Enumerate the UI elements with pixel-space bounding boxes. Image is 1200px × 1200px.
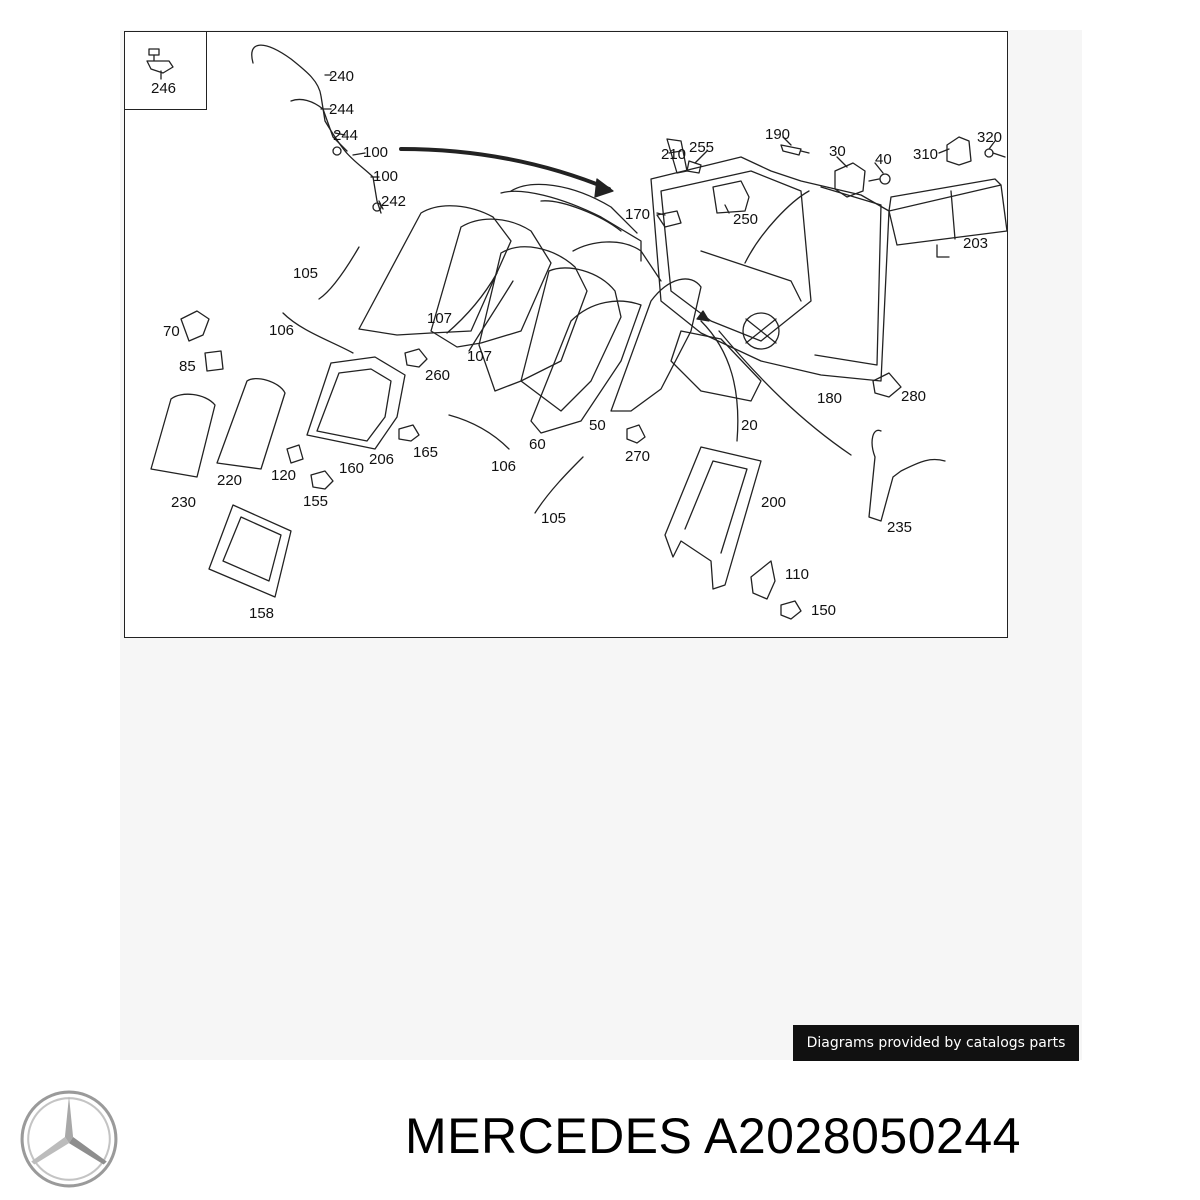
diagram-credit-badge: Diagrams provided by catalogs parts <box>793 1025 1079 1061</box>
callout-label-106: 106 <box>269 322 294 339</box>
callout-label-320: 320 <box>977 129 1002 146</box>
callout-label-250: 250 <box>733 211 758 228</box>
part-235 <box>868 429 946 522</box>
callout-label-110: 110 <box>785 566 809 583</box>
bracket-310 <box>946 136 972 166</box>
backrest-frame-180 <box>650 156 890 382</box>
box-203 <box>888 178 1008 246</box>
callout-label-106: 106 <box>491 458 516 475</box>
callout-label-100: 100 <box>373 168 398 185</box>
callout-label-203: 203 <box>963 235 988 252</box>
clip-246-icon <box>146 48 174 80</box>
callout-label-105: 105 <box>293 265 318 282</box>
callout-label-85: 85 <box>179 358 196 375</box>
callout-label-270: 270 <box>625 448 650 465</box>
callout-label-165: 165 <box>413 444 438 461</box>
mechanism-160 <box>306 356 406 450</box>
callout-label-158: 158 <box>249 605 274 622</box>
callout-label-255: 255 <box>689 139 714 156</box>
inset-box-246 <box>125 32 207 110</box>
pad-220 <box>216 378 286 470</box>
callout-label-150: 150 <box>811 602 836 619</box>
callout-label-310: 310 <box>913 146 938 163</box>
callout-label-30: 30 <box>829 143 846 160</box>
pad-230 <box>150 393 216 478</box>
callout-label-280: 280 <box>901 388 926 405</box>
callout-label-20: 20 <box>741 417 758 434</box>
callout-label-200: 200 <box>761 494 786 511</box>
seat-side-bolster-50 <box>610 278 702 412</box>
callout-label-220: 220 <box>217 472 242 489</box>
callout-label-50: 50 <box>589 417 606 434</box>
callout-label-244: 244 <box>333 127 358 144</box>
callout-label-190: 190 <box>765 126 790 143</box>
seat-side-bolster-60 <box>530 300 642 434</box>
arrow-to-frame <box>399 147 611 191</box>
callout-label-107: 107 <box>427 310 452 327</box>
callout-label-246: 246 <box>151 80 176 97</box>
callout-label-260: 260 <box>425 367 450 384</box>
callout-label-240: 240 <box>329 68 354 85</box>
seat-backrest-cover <box>358 205 512 336</box>
callout-label-105: 105 <box>541 510 566 527</box>
callout-label-120: 120 <box>271 467 296 484</box>
armrest-frame-20 <box>670 330 762 402</box>
part-number-title: MERCEDES A2028050244 <box>405 1108 1021 1164</box>
cable-240 <box>251 44 382 214</box>
callout-label-100: 100 <box>363 144 388 161</box>
callout-label-160: 160 <box>339 460 364 477</box>
callout-label-107: 107 <box>467 348 492 365</box>
tray-158 <box>208 504 292 598</box>
callout-label-70: 70 <box>163 323 180 340</box>
callout-label-40: 40 <box>875 151 892 168</box>
callout-label-235: 235 <box>887 519 912 536</box>
frame-200 <box>664 446 762 590</box>
callout-label-244: 244 <box>329 101 354 118</box>
callout-label-230: 230 <box>171 494 196 511</box>
callout-label-210: 210 <box>661 146 686 163</box>
callout-label-155: 155 <box>303 493 328 510</box>
callout-label-170: 170 <box>625 206 650 223</box>
callout-label-60: 60 <box>529 436 546 453</box>
callout-label-180: 180 <box>817 390 842 407</box>
callout-label-242: 242 <box>381 193 406 210</box>
callout-label-206: 206 <box>369 451 394 468</box>
mercedes-star-logo-icon <box>20 1090 118 1188</box>
clip-30 <box>834 162 866 198</box>
